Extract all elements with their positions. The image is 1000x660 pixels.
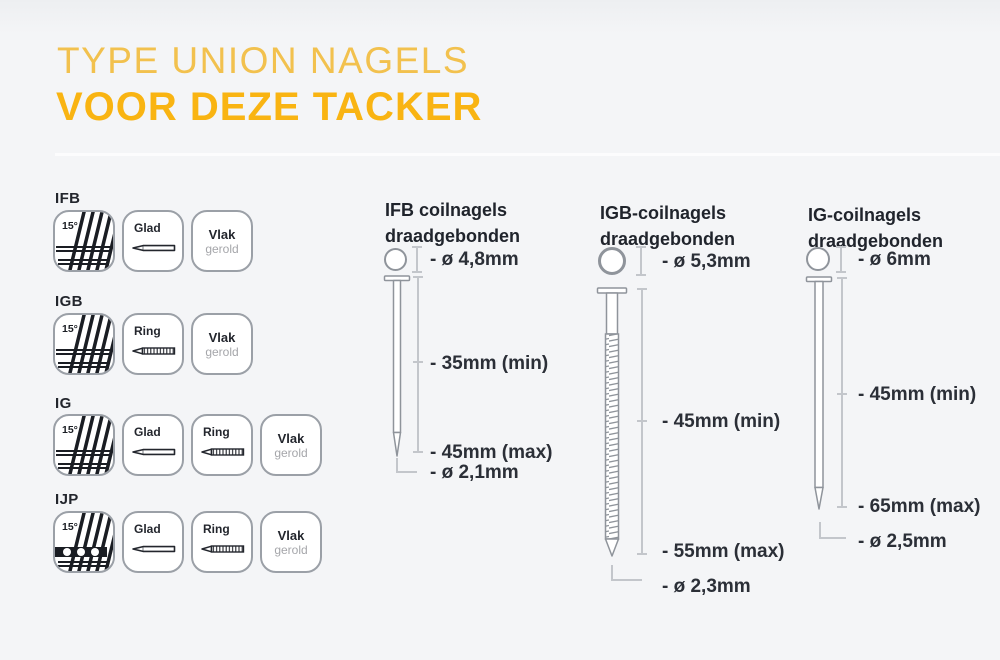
badge-label-gerold: gerold (205, 344, 239, 359)
min-length-label: - 35mm (min) (430, 353, 549, 374)
min-length-tick (837, 393, 847, 395)
nail-head-top-view (806, 247, 830, 271)
badge-label-glad: Glad (134, 221, 161, 235)
badge-vlak-gerold: Vlak gerold (191, 313, 253, 375)
diagram-title-line1: IG-coilnagels (808, 205, 922, 225)
shank-diameter-pointer (611, 565, 642, 581)
header-divider (55, 153, 1000, 156)
head-diameter-measure (836, 246, 846, 273)
smooth-nail-drawing (383, 275, 411, 457)
head-diameter-label: - ø 4,8mm (430, 249, 519, 270)
length-measure (837, 277, 847, 508)
smooth-nail-icon (132, 448, 176, 456)
badge-glad: Glad (122, 210, 184, 272)
diagram-ifb-coilnagels: IFB coilnagels draadgebonden - ø 4,8mm -… (383, 190, 605, 500)
collated-nails-15deg-plastic-icon: 15° (55, 513, 113, 571)
type-label-ifb: IFB (55, 190, 81, 207)
badge-vlak-gerold: Vlak gerold (191, 210, 253, 272)
shank-diameter-label: - ø 2,5mm (858, 531, 947, 552)
ring-nail-icon (132, 347, 176, 355)
badge-angle-15-plastic: 15° (53, 511, 115, 573)
max-length-label: - 65mm (max) (858, 496, 981, 517)
ring-nail-icon (201, 448, 245, 456)
diagram-title-line1: IFB coilnagels (385, 200, 508, 220)
nail-head-top-view (598, 247, 626, 275)
ring-nail-drawing (596, 287, 628, 557)
angle-value: 15° (62, 220, 78, 232)
badge-label-ring: Ring (203, 425, 230, 439)
badge-glad: Glad (122, 511, 184, 573)
max-length-label: - 55mm (max) (662, 541, 785, 562)
head-diameter-label: - ø 5,3mm (662, 251, 751, 272)
shank-diameter-label: - ø 2,1mm (430, 462, 519, 483)
badge-label-gerold: gerold (205, 241, 239, 256)
diagram-ig-coilnagels: IG-coilnagels draadgebonden - ø 6mm - 45… (805, 190, 1000, 570)
type-label-ig: IG (55, 395, 72, 412)
shank-diameter-label: - ø 2,3mm (662, 576, 751, 597)
badge-row-ig: 15° Glad Ring Vlak gerold (53, 414, 322, 476)
badge-label-glad: Glad (134, 522, 161, 536)
badge-label-vlak: Vlak (208, 226, 236, 242)
diagram-igb-coilnagels: IGB-coilnagels draadgebonden - ø 5,3mm -… (596, 188, 820, 608)
collated-nails-15deg-icon: 15° (56, 416, 113, 474)
badge-row-igb: 15° Ring Vlak gerold (53, 313, 253, 375)
angle-value: 15° (62, 424, 78, 436)
diagram-title: IG-coilnagels draadgebonden (808, 202, 943, 254)
badge-label-vlak: Vlak (277, 527, 305, 543)
ring-nail-icon (201, 545, 245, 553)
badge-label-vlak: Vlak (208, 329, 236, 345)
badge-ring: Ring (191, 511, 253, 573)
diagram-title: IGB-coilnagels draadgebonden (600, 200, 735, 252)
angle-value: 15° (62, 521, 78, 533)
min-length-tick (637, 420, 647, 422)
badge-row-ijp: 15° Glad Ring Vlak gerold (53, 511, 322, 573)
max-length-label: - 45mm (max) (430, 442, 553, 463)
shank-diameter-pointer (819, 522, 846, 539)
badge-label-ring: Ring (203, 522, 230, 536)
badge-label-ring: Ring (134, 324, 161, 338)
page-title-line2: VOOR DEZE TACKER (56, 85, 483, 129)
badge-angle-15: 15° (53, 414, 115, 476)
badge-row-ifb: 15° Glad Vlak gerold (53, 210, 253, 272)
head-diameter-label: - ø 6mm (858, 249, 931, 270)
head-diameter-measure (636, 246, 646, 276)
type-label-igb: IGB (55, 293, 83, 310)
min-length-label: - 45mm (min) (858, 384, 977, 405)
smooth-nail-icon (132, 244, 176, 252)
smooth-nail-icon (132, 545, 176, 553)
min-length-label: - 45mm (min) (662, 411, 781, 432)
smooth-nail-drawing (805, 276, 833, 510)
diagram-title-line1: IGB-coilnagels (600, 203, 727, 223)
type-label-ijp: IJP (55, 491, 79, 508)
badge-ring: Ring (122, 313, 184, 375)
badge-label-vlak: Vlak (277, 430, 305, 446)
badge-glad: Glad (122, 414, 184, 476)
diagram-title-line2: draadgebonden (600, 229, 736, 249)
min-length-tick (413, 361, 423, 363)
length-measure (413, 276, 423, 453)
collated-nails-15deg-icon: 15° (56, 212, 113, 270)
diagram-title: IFB coilnagels draadgebonden (385, 197, 520, 249)
badge-label-glad: Glad (134, 425, 161, 439)
nail-head-top-view (384, 248, 407, 271)
badge-angle-15: 15° (53, 210, 115, 272)
collated-nails-15deg-icon: 15° (56, 315, 113, 373)
angle-value: 15° (62, 323, 78, 335)
badge-vlak-gerold: Vlak gerold (260, 414, 322, 476)
badge-angle-15: 15° (53, 313, 115, 375)
badge-vlak-gerold: Vlak gerold (260, 511, 322, 573)
shank-diameter-pointer (396, 458, 417, 473)
badge-ring: Ring (191, 414, 253, 476)
page-title-line1: TYPE UNION NAGELS (57, 40, 470, 81)
badge-label-gerold: gerold (274, 542, 308, 557)
diagram-title-line2: draadgebonden (385, 226, 521, 246)
badge-label-gerold: gerold (274, 445, 308, 460)
head-diameter-measure (412, 246, 422, 273)
